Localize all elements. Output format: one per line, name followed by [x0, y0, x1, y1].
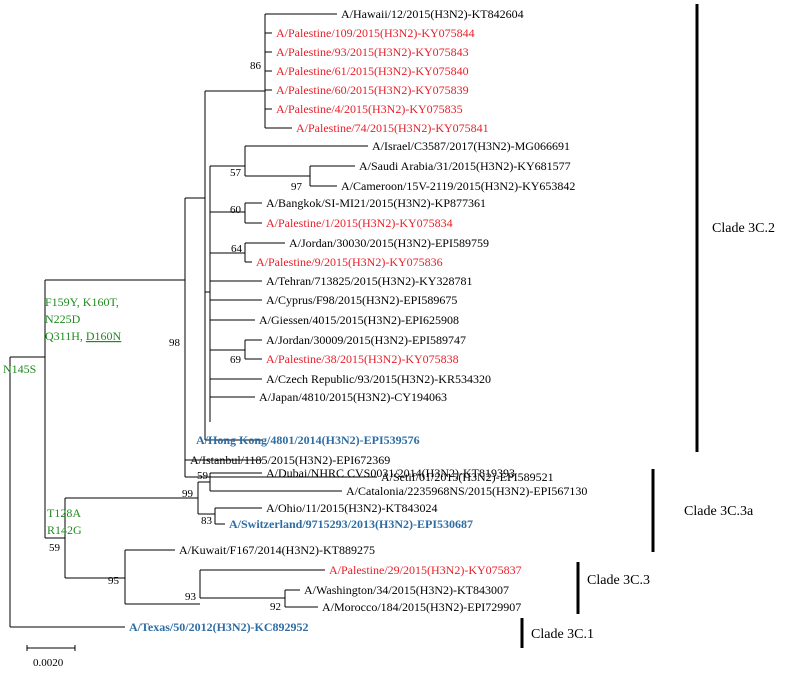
bootstrap-83: 83: [201, 515, 213, 527]
leaf-giessen: A/Giessen/4015/2015(H3N2)-EPI625908: [259, 313, 459, 327]
leaf-cameroon: A/Cameroon/15V-2119/2015(H3N2)-KY653842: [341, 179, 575, 193]
leaf-labels: A/Hawaii/12/2015(H3N2)-KT842604 A/Palest…: [129, 7, 587, 634]
bootstrap-59b: 59: [49, 542, 61, 554]
bootstrap-values: 86 57 97 60 64 69 98 59 99 83 59 95 93 9…: [49, 60, 303, 613]
leaf-pal1: A/Palestine/1/2015(H3N2)-KY075834: [266, 216, 453, 230]
leaf-pal60: A/Palestine/60/2015(H3N2)-KY075839: [276, 83, 469, 97]
leaf-pal109: A/Palestine/109/2015(H3N2)-KY075844: [276, 26, 475, 40]
leaf-catalonia: A/Catalonia/2235968NS/2015(H3N2)-EPI5671…: [346, 484, 587, 498]
leaf-tehran: A/Tehran/713825/2015(H3N2)-KY328781: [266, 274, 472, 288]
mutation-n145s: N145S: [3, 362, 36, 376]
bootstrap-95: 95: [108, 575, 120, 587]
bootstrap-92: 92: [270, 601, 281, 613]
leaf-kuwait: A/Kuwait/F167/2014(H3N2)-KT889275: [179, 543, 375, 557]
bootstrap-97: 97: [291, 181, 303, 193]
bootstrap-86: 86: [250, 60, 262, 72]
leaf-cyprus: A/Cyprus/F98/2015(H3N2)-EPI589675: [266, 293, 457, 307]
leaf-pal9: A/Palestine/9/2015(H3N2)-KY075836: [256, 255, 443, 269]
leaf-jordan30009: A/Jordan/30009/2015(H3N2)-EPI589747: [266, 333, 466, 347]
leaf-istanbul: A/Istanbul/1185/2015(H3N2)-EPI672369: [190, 453, 390, 467]
leaf-pal74: A/Palestine/74/2015(H3N2)-KY075841: [296, 121, 489, 135]
mutation-annotations: F159Y, K160T, N225D Q311H, D160N N145S T…: [3, 295, 122, 537]
bootstrap-57: 57: [230, 167, 242, 179]
mutation-q311h-d160n: Q311H, D160N: [45, 329, 122, 343]
leaf-israel: A/Israel/C3587/2017(H3N2)-MG066691: [372, 139, 570, 153]
leaf-pal38: A/Palestine/38/2015(H3N2)-KY075838: [266, 352, 459, 366]
scale-bar: 0.0020: [26, 645, 76, 669]
clade-markers: Clade 3C.2 Clade 3C.3a Clade 3C.3 Clade …: [520, 4, 775, 648]
bootstrap-59a: 59: [197, 470, 209, 482]
leaf-washington: A/Washington/34/2015(H3N2)-KT843007: [304, 583, 509, 597]
leaf-pal4: A/Palestine/4/2015(H3N2)-KY075835: [276, 102, 463, 116]
bootstrap-64: 64: [231, 243, 243, 255]
mutation-n225d: N225D: [45, 312, 81, 326]
clade-label-3c2: Clade 3C.2: [712, 221, 775, 236]
leaf-ohio: A/Ohio/11/2015(H3N2)-KT843024: [266, 501, 438, 515]
bootstrap-69: 69: [230, 354, 242, 366]
leaf-czech: A/Czech Republic/93/2015(H3N2)-KR534320: [266, 372, 491, 386]
leaf-pal93: A/Palestine/93/2015(H3N2)-KY075843: [276, 45, 469, 59]
clade-label-3c3: Clade 3C.3: [587, 573, 650, 588]
mutation-f159y-k160t: F159Y, K160T,: [45, 295, 119, 309]
clade-label-3c3a: Clade 3C.3a: [684, 504, 754, 519]
leaf-pal29: A/Palestine/29/2015(H3N2)-KY075837: [329, 563, 522, 577]
leaf-hawaii: A/Hawaii/12/2015(H3N2)-KT842604: [341, 7, 524, 21]
scale-bar-label: 0.0020: [33, 657, 64, 669]
leaf-pal61: A/Palestine/61/2015(H3N2)-KY075840: [276, 64, 469, 78]
leaf-jordan30030: A/Jordan/30030/2015(H3N2)-EPI589759: [289, 236, 489, 250]
leaf-bangkok: A/Bangkok/SI-MI21/2015(H3N2)-KP877361: [266, 196, 486, 210]
bootstrap-98: 98: [169, 337, 181, 349]
bootstrap-93: 93: [185, 591, 197, 603]
mutation-r142g: R142G: [47, 523, 82, 537]
leaf-japan: A/Japan/4810/2015(H3N2)-CY194063: [259, 390, 447, 404]
bootstrap-99: 99: [182, 488, 194, 500]
tree-branches: [9, 13, 377, 628]
leaf-texas: A/Texas/50/2012(H3N2)-KC892952: [129, 620, 309, 634]
clade-label-3c1: Clade 3C.1: [531, 627, 594, 642]
bootstrap-60: 60: [230, 204, 242, 216]
leaf-dubai: A/Dubai/NHRC CVS0031/2014(H3N2)-KT819393: [266, 466, 515, 480]
leaf-morocco: A/Morocco/184/2015(H3N2)-EPI729907: [322, 600, 521, 614]
leaf-hongkong: A/Hong Kong/4801/2014(H3N2)-EPI539576: [196, 433, 420, 447]
leaf-switzerland: A/Switzerland/9715293/2013(H3N2)-EPI5306…: [229, 517, 473, 531]
mutation-t128a: T128A: [47, 506, 81, 520]
leaf-setif: A/Setif/01/2015(H3N2)-EPI589521: [381, 470, 554, 484]
leaf-saudi: A/Saudi Arabia/31/2015(H3N2)-KY681577: [359, 159, 571, 173]
mutation-d160n-underlined: D160N: [86, 329, 122, 343]
